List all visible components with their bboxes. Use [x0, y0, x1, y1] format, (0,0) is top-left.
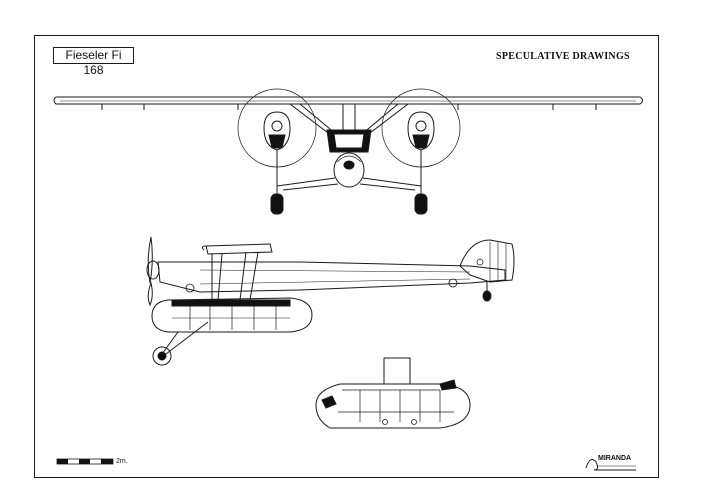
drawing-sheet-border — [34, 35, 659, 478]
front-view — [53, 88, 643, 215]
side-view — [146, 236, 515, 366]
scale-bar — [56, 458, 114, 465]
pod-detail-view — [315, 357, 471, 429]
drawing-subtitle: SPECULATIVE DRAWINGS — [496, 51, 630, 62]
scale-label: 2m. — [116, 458, 128, 465]
artist-signature-mark — [585, 459, 636, 471]
aircraft-title: Fieseler Fi 168 — [53, 47, 134, 77]
artist-signature: MIRANDA — [598, 455, 632, 462]
